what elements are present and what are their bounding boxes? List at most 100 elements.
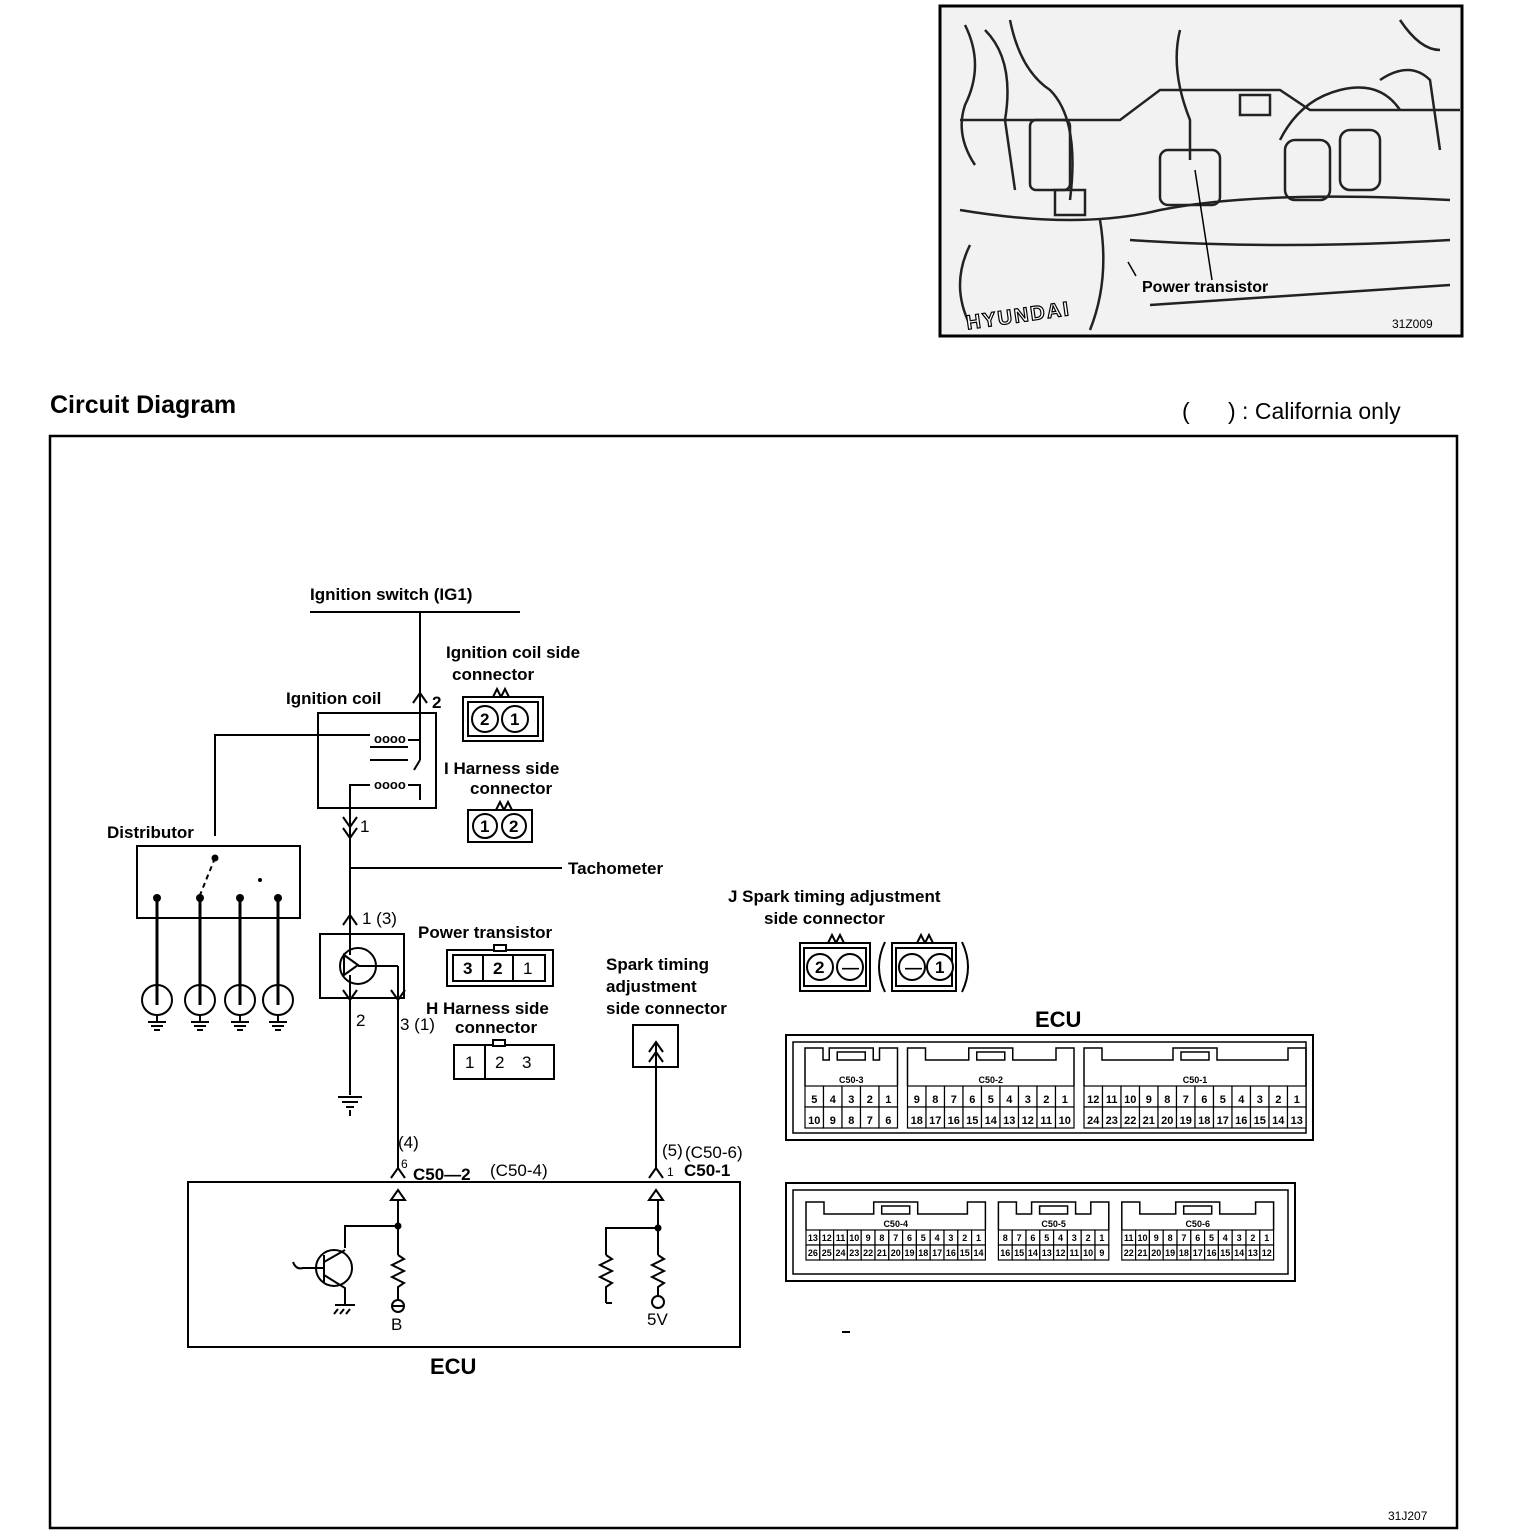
svg-text:1: 1 [523,959,532,978]
ecu-pin: 22 [863,1248,873,1258]
ecu-pin: 10 [808,1115,820,1127]
ecu-pin: 14 [985,1115,998,1127]
ecu-pin: 9 [1099,1248,1104,1258]
ecu-pin: 2 [1043,1094,1049,1106]
svg-text:2: 2 [509,817,518,836]
ecu-pin: 12 [1055,1248,1065,1258]
j-connector-label-2: side connector [764,909,885,928]
ecu-pin: 17 [932,1248,942,1258]
svg-text:2: 2 [480,710,489,729]
page-title: Circuit Diagram [50,391,236,419]
svg-text:1: 1 [465,1053,474,1072]
ecu-right-pin-alt: (C50-6) [685,1143,743,1162]
photo-code: 31Z009 [1392,317,1433,331]
ecu-pin: 20 [891,1248,901,1258]
ecu-pin: 18 [1198,1115,1210,1127]
ecu-pin: 16 [946,1248,956,1258]
ecu-pin: 10 [1059,1115,1071,1127]
ecu-pin: 5 [1220,1094,1226,1106]
secondary-winding: oooo [374,777,406,792]
ecu-pin: 3 [848,1094,854,1106]
ecu-pin: 1 [1062,1094,1068,1106]
ecu-pin: 9 [830,1115,836,1127]
ecu-pin: 13 [1248,1248,1258,1258]
ecu-pin: 1 [976,1233,981,1243]
ecu-pin: 3 [948,1233,953,1243]
california-note: ( ) : California only [1182,398,1401,424]
ecu-pin: 2 [1086,1233,1091,1243]
ecu-pin: 10 [1083,1248,1093,1258]
ecu-pin: 17 [929,1115,941,1127]
ecu-pin: 10 [1137,1233,1147,1243]
ecu-pin: 15 [1014,1248,1024,1258]
ecu-pin: 13 [1003,1115,1015,1127]
svg-text:2: 2 [815,958,824,977]
svg-text:—: — [905,958,922,977]
ecu-pin: 9 [1146,1094,1152,1106]
ecu-pin: 13 [808,1233,818,1243]
ecu-pin: 11 [1040,1115,1052,1127]
ecu-pin: 9 [866,1233,871,1243]
ecu-pin: 22 [1124,1248,1134,1258]
distributor-label: Distributor [107,823,194,842]
ecu-pin: 5 [1044,1233,1049,1243]
tachometer-label: Tachometer [568,859,663,878]
ecu-pin: 10 [1124,1094,1136,1106]
ecu-bottom-label: ECU [430,1354,476,1379]
ecu-pin: 24 [1087,1115,1100,1127]
ecu-pin: 21 [877,1248,887,1258]
ecu-pin: 26 [808,1248,818,1258]
harness-h-label-1: H Harness side [426,999,549,1018]
ecu-pin: 8 [932,1094,938,1106]
ecu-pin: 11 [1124,1233,1134,1243]
coil-side-connector: 2 1 [462,686,544,742]
ecu-pin: 2 [867,1094,873,1106]
ecu-pin: 8 [848,1115,854,1127]
ecu-right-pinnum: 1 [667,1165,674,1179]
ignition-switch-label: Ignition switch (IG1) [310,585,472,604]
spark-label-2: adjustment [606,977,697,996]
ecu-pin: 22 [1124,1115,1136,1127]
ecu-pin: 4 [1223,1233,1228,1243]
ecu-pin: 16 [1235,1115,1247,1127]
ecu-pin: 3 [1025,1094,1031,1106]
ecu-pin: 20 [1151,1248,1161,1258]
ecu-pin: 3 [1072,1233,1077,1243]
ecu-pin: 4 [1006,1094,1013,1106]
ecu-pin: 11 [1106,1094,1118,1106]
ecu-face-bottom [785,1182,1296,1282]
ecu-pin: 16 [1000,1248,1010,1258]
ecu-pin: 19 [1165,1248,1175,1258]
ecu-pin: 1 [885,1094,891,1106]
j-connector-label-1: J Spark timing adjustment [728,887,941,906]
ecu-pin: 15 [1220,1248,1230,1258]
ecu-pin: 21 [1143,1115,1155,1127]
engine-photo: HYUNDAI Power transistor 31Z009 [938,4,1464,338]
ecu-left-paren: (4) [398,1133,419,1152]
ecu-pin: 8 [1164,1094,1170,1106]
ecu-pin: 9 [1154,1233,1159,1243]
ecu-pin: 16 [1206,1248,1216,1258]
ecu-pin: 6 [907,1233,912,1243]
ecu-face-top [785,1034,1314,1141]
ecu-pin: 18 [918,1248,928,1258]
ecu-pin: 15 [1254,1115,1266,1127]
ecu-pin: 18 [1179,1248,1189,1258]
ecu-connector-name: C50-1 [1183,1075,1208,1085]
ecu-pin: 3 [1257,1094,1263,1106]
ecu-pin: 10 [849,1233,859,1243]
ecu-pin: 16 [948,1115,960,1127]
pt-pin-3: 3 (1) [400,1015,435,1034]
spark-label-3: side connector [606,999,727,1018]
ecu-pin: 4 [1238,1094,1245,1106]
ecu-pin: 21 [1137,1248,1147,1258]
ecu-pin: 14 [1272,1115,1285,1127]
harness-side-connector-h: 1 2 3 [453,1039,555,1080]
ecu-left-pinnum: 6 [401,1157,408,1171]
